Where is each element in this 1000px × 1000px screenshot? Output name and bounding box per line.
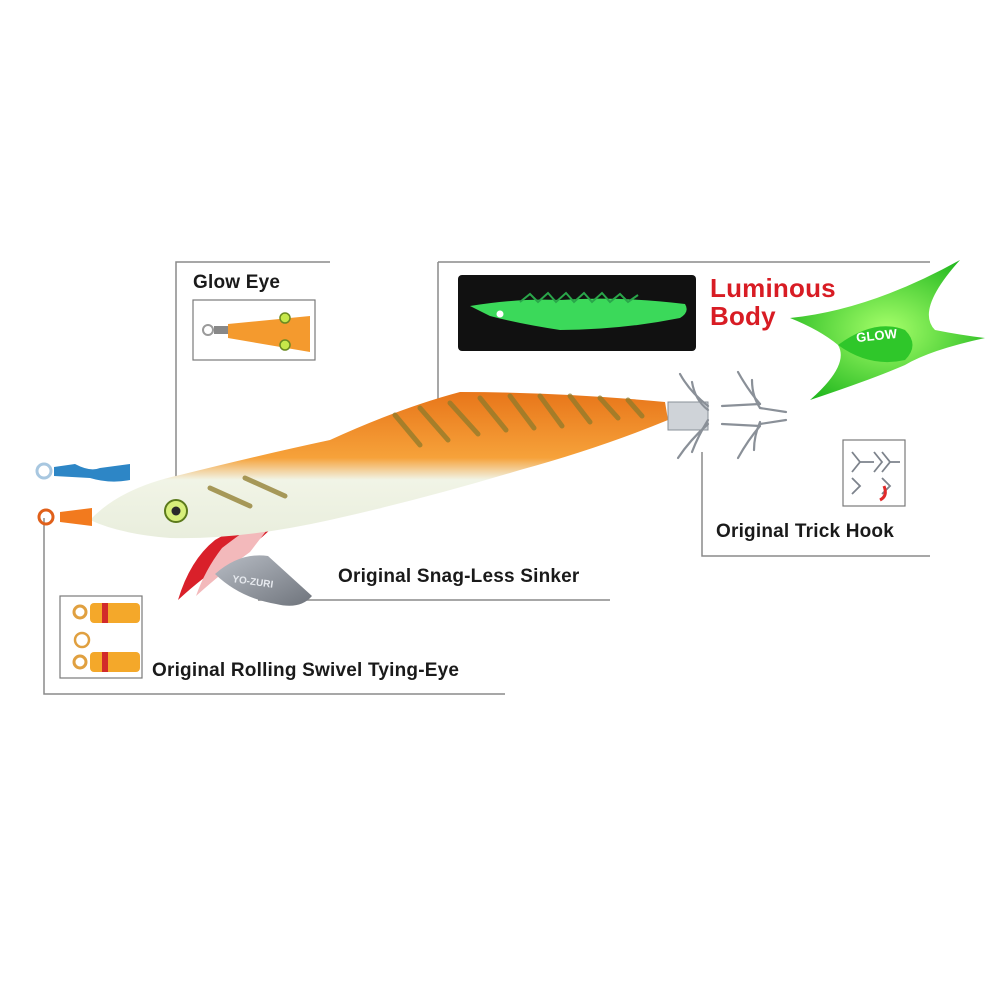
trick-hook-label: Original Trick Hook [716, 521, 895, 542]
rolling-swivel-inset [59, 595, 143, 679]
luminous-body-line1: Luminous [710, 273, 836, 303]
lure-body: YO-ZURI [35, 370, 788, 606]
luminous-body-label: Luminous Body [710, 274, 836, 330]
snag-less-sinker-label: Original Snag-Less Sinker [338, 566, 580, 587]
glow-eye-inset [192, 299, 316, 361]
glow-starburst [790, 260, 985, 400]
glow-eye-label: Glow Eye [193, 272, 281, 293]
luminous-body-inset [458, 275, 696, 351]
callout-lines [43, 261, 930, 695]
trick-hook-inset [842, 439, 906, 507]
luminous-body-line2: Body [710, 301, 776, 331]
rolling-swivel-label: Original Rolling Swivel Tying-Eye [152, 660, 460, 681]
